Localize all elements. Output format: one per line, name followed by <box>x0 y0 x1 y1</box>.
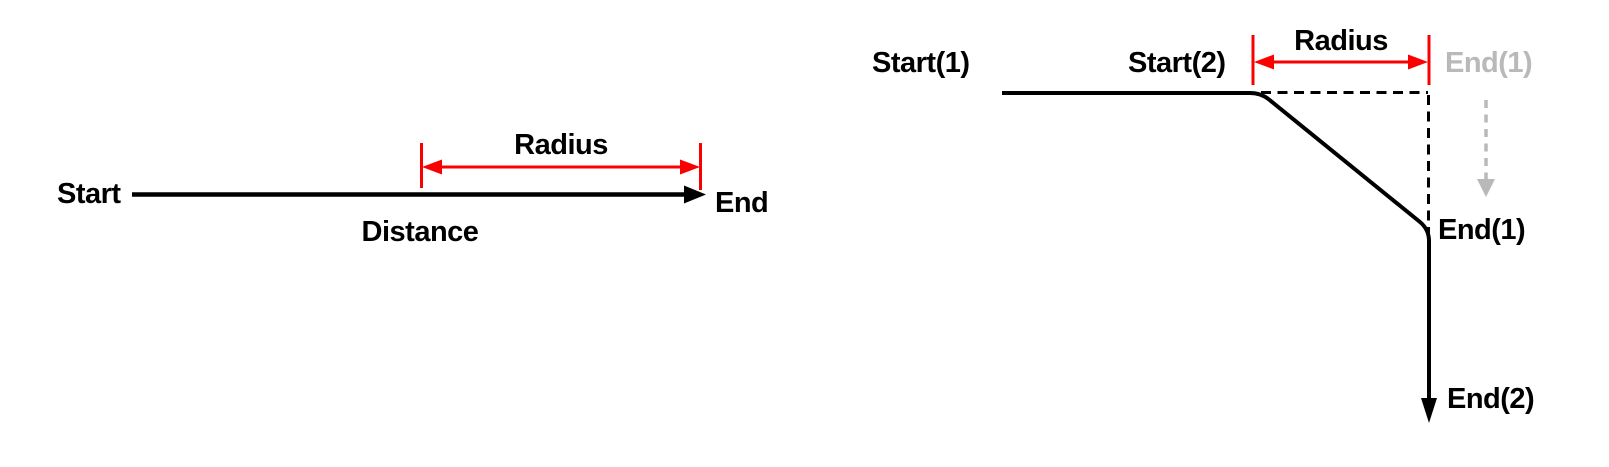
right-radius-label: Radius <box>1294 25 1388 57</box>
left-radius-label: Radius <box>514 129 608 161</box>
right-end1-ghost-label: End(1) <box>1445 47 1533 79</box>
right-diagram <box>1002 35 1495 423</box>
left-distance-label: Distance <box>361 216 479 248</box>
radius-arrowhead-right-icon <box>1408 54 1428 70</box>
left-end-label: End <box>715 187 769 219</box>
route-arrowhead-icon <box>1421 398 1437 423</box>
radius-arrowhead-right-icon <box>680 159 700 175</box>
ghost-drop-arrowhead-icon <box>1477 179 1495 197</box>
left-start-label: Start <box>57 178 121 210</box>
right-end1-label: End(1) <box>1438 214 1526 246</box>
radius-arrowhead-left-icon <box>1254 54 1274 70</box>
route-path <box>1002 91 1431 411</box>
right-start1-label: Start(1) <box>872 47 970 79</box>
right-end2-label: End(2) <box>1447 383 1535 415</box>
distance-arrowhead-icon <box>684 185 706 204</box>
right-start2-label: Start(2) <box>1128 47 1226 79</box>
radius-arrowhead-left-icon <box>422 159 442 175</box>
left-diagram <box>132 143 706 204</box>
